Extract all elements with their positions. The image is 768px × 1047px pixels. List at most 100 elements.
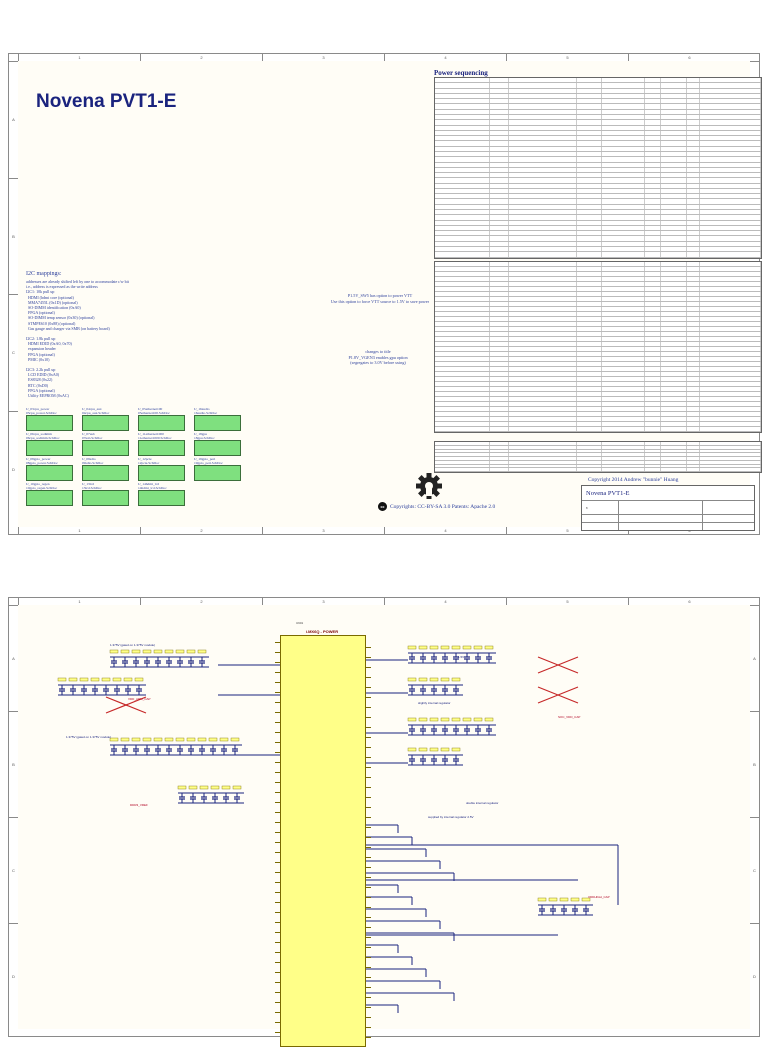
i2c-line: Utility EEPROM (0xAC) [26,393,69,399]
table-cell [700,167,761,173]
table-cell [490,327,510,331]
table-cell [661,397,687,401]
table-cell [700,422,761,426]
table-cell [661,210,687,215]
table-cell [661,332,687,336]
table-row [435,109,761,115]
table-cell [700,225,761,231]
table-cell [577,173,603,178]
table-row [435,104,761,110]
table-cell [687,173,700,178]
table-cell [435,267,491,271]
table-cell [645,204,662,210]
table-cell [490,272,510,276]
table-cell [509,332,577,336]
table-row [435,241,761,247]
table-cell [509,322,577,326]
table-cell [509,445,577,449]
capacitor-label-box [208,737,218,742]
table-cell [509,220,577,225]
table-cell [509,157,577,162]
table-cell [509,387,577,391]
capacitor-label-box [210,785,220,790]
table-cell [602,199,646,204]
sheet-symbol-box [138,490,185,506]
table-cell [645,460,662,464]
table-cell [687,307,700,311]
capacitor-label-box [559,897,569,902]
table-cell [700,188,761,194]
table-cell [700,382,761,386]
table-cell [490,302,510,306]
note-line: P1.5V_SW5 has option to power VTT [347,293,413,298]
sheet-symbol-box [138,415,185,431]
table-row [435,357,761,362]
ic-pin [275,982,281,983]
table-cell [435,282,491,286]
table-cell [577,367,603,371]
table-row [435,99,761,105]
table-row [435,352,761,357]
table-cell [509,210,577,215]
capacitor-label-box [407,747,417,752]
table-cell [687,188,700,194]
table-cell [687,427,700,431]
table-cell [700,78,761,83]
table-cell [687,194,700,199]
ic-pin [275,802,281,803]
capacitor-label-box [429,747,439,752]
table-cell [687,130,700,136]
sheet-symbol-label: U_11ethernet1000 [138,432,164,436]
table-row [435,267,761,272]
table-cell [687,93,700,99]
table-cell [645,332,662,336]
table-row [435,247,761,253]
table-cell [602,236,646,241]
table-cell [602,362,646,366]
table-cell [661,262,687,266]
table-cell [490,352,510,356]
table-cell [577,397,603,401]
table-cell [490,457,510,460]
table-cell [577,460,603,464]
sheet-symbol-box [138,465,185,481]
table-cell [602,114,646,120]
table-cell [602,422,646,426]
table-cell [509,392,577,396]
table-cell [645,167,662,173]
table-cell [700,173,761,178]
capacitor-label-box [221,785,231,790]
table-cell [602,377,646,381]
table-cell [490,332,510,336]
table-cell [687,272,700,276]
i2c-line: Gas gauge and charger via SMB (on batter… [26,325,110,331]
title-block-title: Novena PVT1-E [586,490,630,497]
table-cell [645,287,662,291]
capacitor-label-box [484,645,494,650]
ic-title: i.MX6Q - POWER [305,629,339,634]
ic-pin [365,917,371,918]
ruler-row: B [9,177,18,295]
table-cell [490,312,510,316]
table-cell [700,210,761,215]
table-cell [490,402,510,406]
table-cell [661,151,687,157]
table-row [435,125,761,131]
table-cell [700,277,761,281]
table-cell [490,199,510,204]
